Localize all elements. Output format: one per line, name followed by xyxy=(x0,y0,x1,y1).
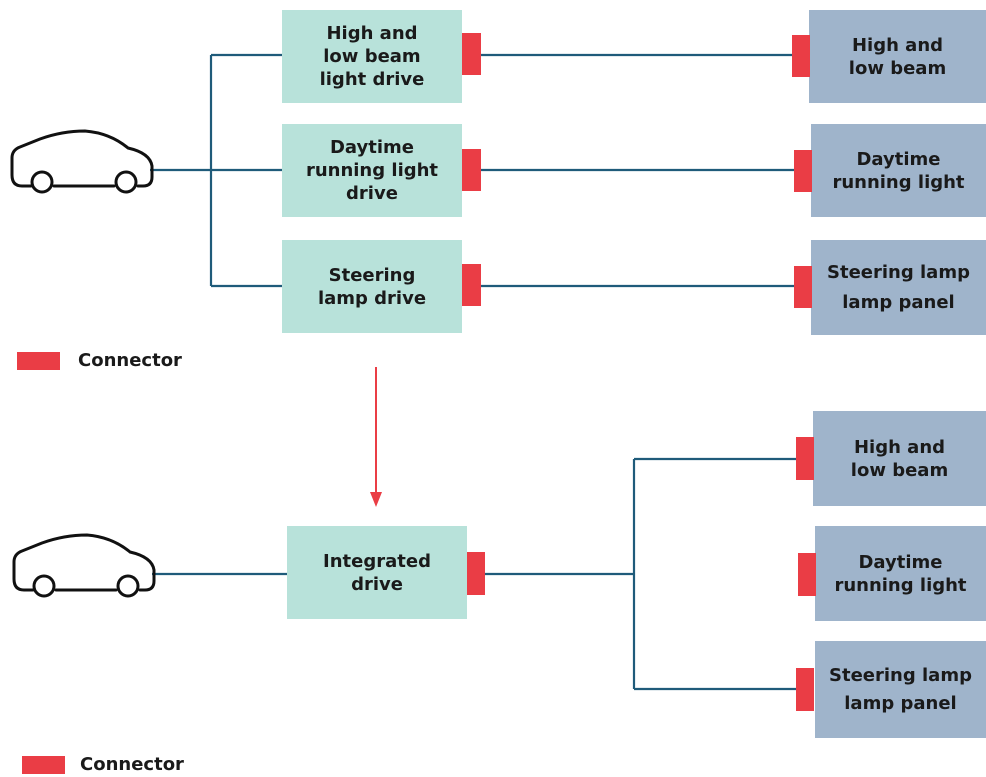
daytime-running-light-lamp-box: Daytime running light xyxy=(815,526,986,621)
lamp-label: High and low beam xyxy=(850,436,949,481)
connector-marker xyxy=(796,437,814,480)
drive-label: Integrated drive xyxy=(323,550,431,595)
connector-marker xyxy=(462,33,481,75)
steering-lamp-panel-box: Steering lamp lamp panel xyxy=(815,641,986,738)
legend-label: Connector xyxy=(78,350,182,371)
legend-connector-swatch xyxy=(22,756,65,774)
connector-marker xyxy=(794,150,812,192)
connector-marker xyxy=(462,149,481,191)
car-icon xyxy=(12,533,156,598)
drive-label: Steering lamp drive xyxy=(317,264,427,309)
lamp-label: High and low beam xyxy=(848,34,947,79)
daytime-running-light-lamp-box: Daytime running light xyxy=(811,124,986,217)
high-low-beam-lamp-box: High and low beam xyxy=(813,411,986,506)
connector-marker xyxy=(792,35,810,77)
high-low-beam-lamp-box: High and low beam xyxy=(809,10,986,103)
legend-label: Connector xyxy=(80,754,184,775)
down-arrow-icon xyxy=(370,367,382,507)
high-low-beam-drive-box: High and low beam light drive xyxy=(282,10,462,103)
connector-marker xyxy=(796,668,814,711)
lamp-label: Steering lamp lamp panel xyxy=(827,261,970,313)
car-icon xyxy=(10,129,154,194)
steering-lamp-drive-box: Steering lamp drive xyxy=(282,240,462,333)
connector-marker xyxy=(462,264,481,306)
daytime-running-light-drive-box: Daytime running light drive xyxy=(282,124,462,217)
drive-label: Daytime running light drive xyxy=(305,137,439,204)
connector-marker xyxy=(467,552,485,595)
lamp-label: Daytime running light xyxy=(834,551,967,596)
connector-marker xyxy=(794,266,812,308)
lamp-label: Daytime running light xyxy=(832,148,965,193)
integrated-drive-box: Integrated drive xyxy=(287,526,467,619)
lamp-label: Steering lamp lamp panel xyxy=(829,664,972,714)
connector-marker xyxy=(798,553,816,596)
steering-lamp-panel-box: Steering lamp lamp panel xyxy=(811,240,986,335)
legend-connector-swatch xyxy=(17,352,60,370)
drive-label: High and low beam light drive xyxy=(319,23,425,90)
